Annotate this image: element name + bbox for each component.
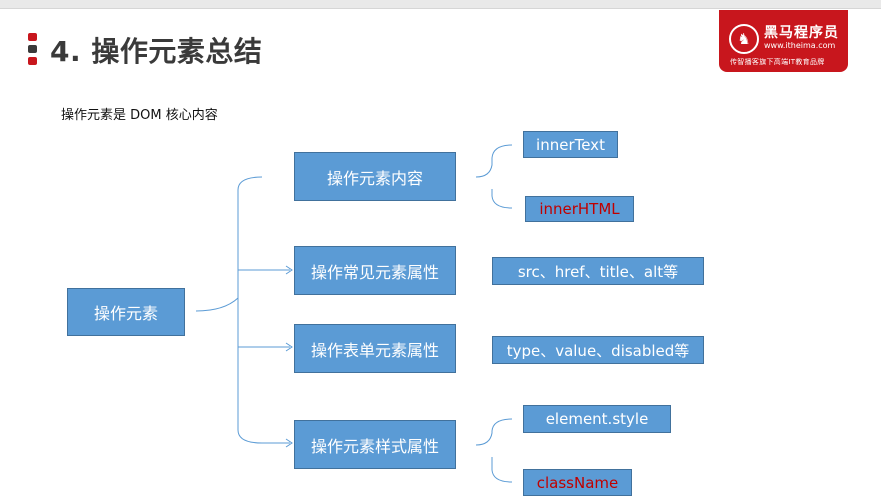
branch-common-attrs: 操作常见元素属性 [294, 246, 456, 295]
root-node: 操作元素 [67, 288, 185, 336]
branch-content: 操作元素内容 [294, 152, 456, 201]
intro-text: 操作元素是 DOM 核心内容 [61, 108, 218, 123]
leaf-form-attrs: type、value、disabled等 [492, 336, 704, 364]
bracket-content [475, 144, 513, 209]
leaf-element-style: element.style [523, 405, 671, 433]
bracket-style [475, 418, 513, 483]
top-border [0, 0, 881, 9]
branch-form-attrs: 操作表单元素属性 [294, 324, 456, 373]
logo-slogan: 传智播客旗下高端IT教育品牌 [730, 58, 825, 66]
leaf-innertext: innerText [523, 131, 618, 158]
leaf-classname: className [523, 469, 632, 496]
main-bracket [237, 176, 263, 444]
leaf-innerhtml: innerHTML [525, 196, 634, 222]
branch-style-attrs: 操作元素样式属性 [294, 420, 456, 469]
logo-url: www.itheima.com [764, 41, 836, 50]
leaf-common-attrs: src、href、title、alt等 [492, 257, 704, 285]
page-title: 4. 操作元素总结 [50, 35, 263, 68]
brand-logo: ♞ 黑马程序员 www.itheima.com 传智播客旗下高端IT教育品牌 [719, 10, 848, 72]
horse-logo-icon: ♞ [729, 24, 759, 54]
root-connector [195, 297, 239, 312]
title-marker-icon [28, 33, 37, 65]
logo-brand-name: 黑马程序员 [764, 25, 839, 41]
